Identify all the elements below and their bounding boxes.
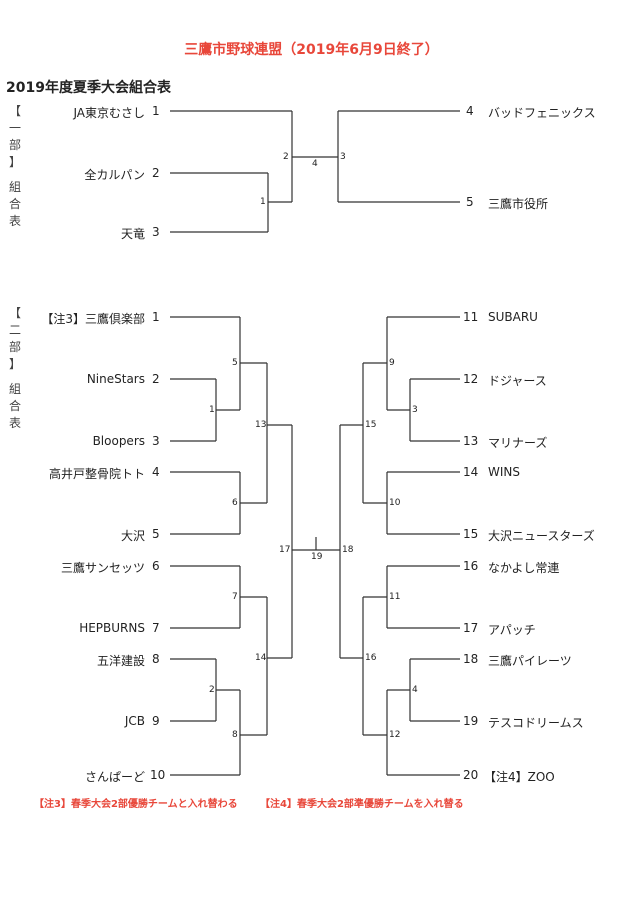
page-title: 三鷹市野球連盟（2019年6月9日終了） [184,42,439,58]
match-number: 12 [389,730,401,740]
team-name: バッドフェニックス [488,106,596,120]
match-number: 2 [209,685,215,695]
team-name: 三鷹市役所 [488,197,549,211]
note-4: 【注4】春季大会2部準優勝チームを入れ替る [260,799,464,810]
team-number: 4 [152,465,160,479]
team-name: テスコドリームス [488,716,584,730]
match-number: 18 [342,545,354,555]
division1-label-char: 合 [8,197,21,211]
team-name: 全カルパン [84,168,145,182]
team-number: 1 [152,104,160,118]
division1-label-char: 】 [8,155,21,169]
team-number: 7 [152,621,160,635]
team-number: 5 [152,527,160,541]
team-name: 大沢ニュースターズ [488,529,595,543]
match-number: 4 [312,159,318,169]
division1-label-char: 表 [8,214,21,228]
team-number: 18 [463,652,479,666]
team-name: WINS [488,465,520,479]
match-number: 8 [232,730,238,740]
match-number: 2 [283,152,289,162]
team-name: JA東京むさし [73,106,145,120]
team-number: 19 [463,714,479,728]
match-number: 1 [209,405,215,415]
team-number: 17 [463,621,479,635]
team-number: 8 [152,652,160,666]
match-number: 17 [279,545,291,555]
team-name: 【注3】三鷹倶楽部 [41,312,145,326]
team-number: 11 [463,310,479,324]
division2-label-char: 【 [8,306,21,320]
team-name: 三鷹サンセッツ [60,561,145,575]
match-number: 10 [389,498,401,508]
team-number: 2 [152,372,160,386]
team-name: Bloopers [92,434,145,448]
team-number: 16 [463,559,479,573]
match-number: 7 [232,592,238,602]
match-number: 4 [412,685,418,695]
division1-label-char: 【 [8,104,21,118]
team-number: 9 [152,714,160,728]
division1-label-char: 組 [8,180,21,194]
match-number: 3 [412,405,418,415]
team-name: アパッチ [488,623,536,637]
team-number: 5 [466,195,474,209]
division2-label-char: 二 [8,323,21,337]
division2-label-char: 組 [8,382,21,396]
team-number: 4 [466,104,474,118]
team-name: なかよし常連 [488,561,560,575]
division2-label-char: 合 [8,399,21,413]
team-number: 1 [152,310,160,324]
match-number: 14 [255,653,267,663]
team-name: JCB [124,714,145,728]
match-number: 16 [365,653,377,663]
division2-side-label: 【 二 部 】 組 合 表 [5,305,25,432]
team-number: 3 [152,434,160,448]
team-number: 6 [152,559,160,573]
match-number: 11 [389,592,401,602]
team-number: 13 [463,434,479,448]
team-name: 大沢 [120,529,145,543]
team-name: 高井戸整骨院トト [48,467,145,481]
match-number: 5 [232,358,238,368]
team-name: ドジャース [488,374,547,388]
match-number: 1 [260,197,266,207]
team-number: 15 [463,527,479,541]
match-number: 15 [365,420,377,430]
division1-label-char: 部 [8,138,21,152]
team-name: 五洋建設 [96,654,145,668]
page-subtitle: 2019年度夏季大会組合表 [6,80,171,96]
team-number: 3 [152,225,160,239]
match-number: 9 [389,358,395,368]
team-number: 10 [150,768,166,782]
note-3: 【注3】春季大会2部優勝チームと入れ替わる [34,799,238,810]
team-name: 天竜 [120,227,145,241]
team-name: SUBARU [488,310,538,324]
team-number: 2 [152,166,160,180]
team-name: 三鷹パイレーツ [488,654,572,668]
team-name: さんぱーど [84,770,145,784]
team-number: 14 [463,465,479,479]
team-number: 20 [463,768,479,782]
division2-label-char: 表 [8,416,21,430]
team-name: マリナーズ [488,436,548,450]
team-name: 【注4】ZOO [484,770,555,784]
division2-label-char: 部 [8,340,21,354]
team-name: NineStars [86,372,145,386]
team-name: HEPBURNS [79,621,145,635]
match-number: 6 [232,498,238,508]
match-number: 13 [255,420,267,430]
division2-label-char: 】 [8,357,21,371]
match-number: 19 [311,552,323,562]
match-number: 3 [340,152,346,162]
team-number: 12 [463,372,479,386]
division1-label-char: 一 [8,121,21,135]
division1-side-label: 【 一 部 】 組 合 表 [5,103,25,230]
